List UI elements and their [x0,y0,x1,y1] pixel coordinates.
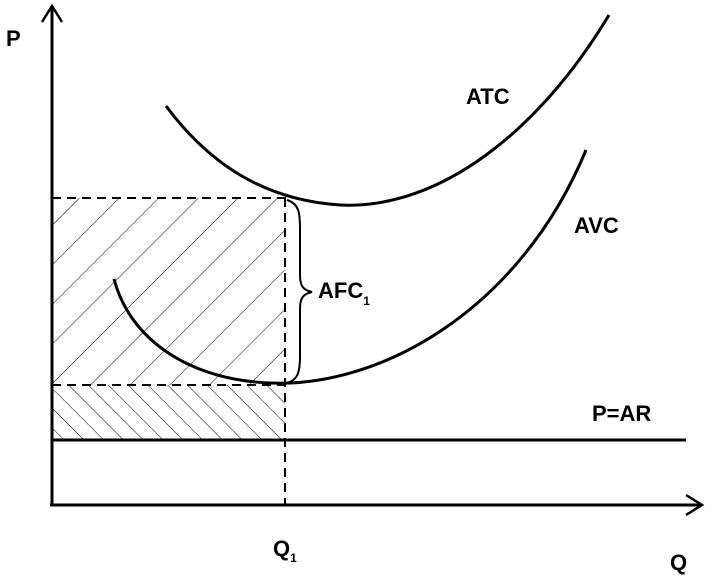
afc-brace [286,199,313,384]
afc-label-main: AFC [318,278,363,303]
q1-label-subscript: 1 [290,551,297,565]
x-axis-arrow [685,493,705,517]
afc-label: AFC1 [318,278,370,308]
atc-curve [164,14,611,207]
fixed-cost-area [52,198,285,385]
price-line-label: P=AR [592,401,651,426]
y-axis-arrow [40,3,64,23]
avc-curve [112,149,588,385]
revenue-area [52,385,285,440]
avc-label: AVC [574,213,619,238]
q1-label-main: Q [273,536,290,561]
afc-label-subscript: 1 [363,294,370,308]
atc-label: ATC [466,84,510,109]
x-axis-label: Q [670,550,687,575]
q1-label: Q1 [273,536,297,565]
y-axis-label: P [6,26,21,51]
